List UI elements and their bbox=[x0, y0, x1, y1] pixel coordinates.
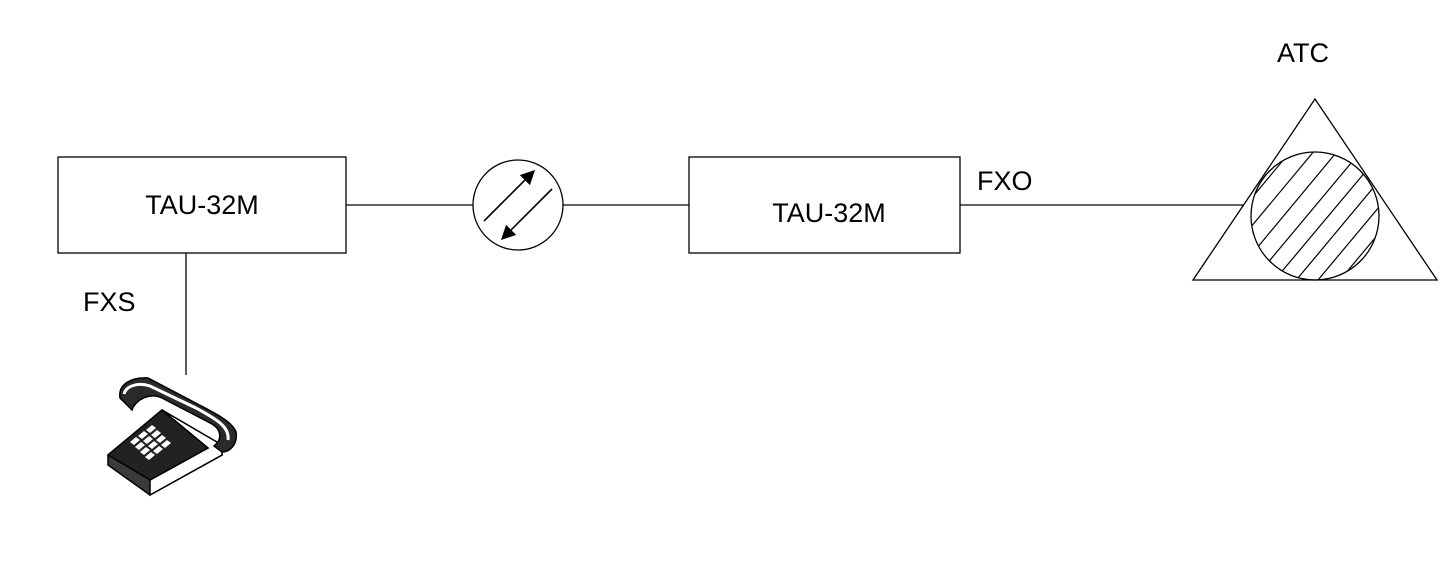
exchange-triangle-icon[interactable] bbox=[1182, 97, 1440, 292]
right-device-box[interactable]: TAU-32M bbox=[688, 156, 961, 254]
left-device-box[interactable]: TAU-32M bbox=[57, 156, 347, 254]
exchange-label: ATC bbox=[1277, 38, 1329, 68]
right-device-label: TAU-32M bbox=[772, 198, 886, 228]
fxs-port-label: FXS bbox=[83, 287, 136, 317]
left-device-label: TAU-32M bbox=[145, 190, 259, 220]
telephone-icon[interactable] bbox=[0, 377, 238, 497]
bidirectional-link-icon bbox=[472, 159, 564, 251]
fxo-port-label: FXO bbox=[977, 166, 1033, 196]
